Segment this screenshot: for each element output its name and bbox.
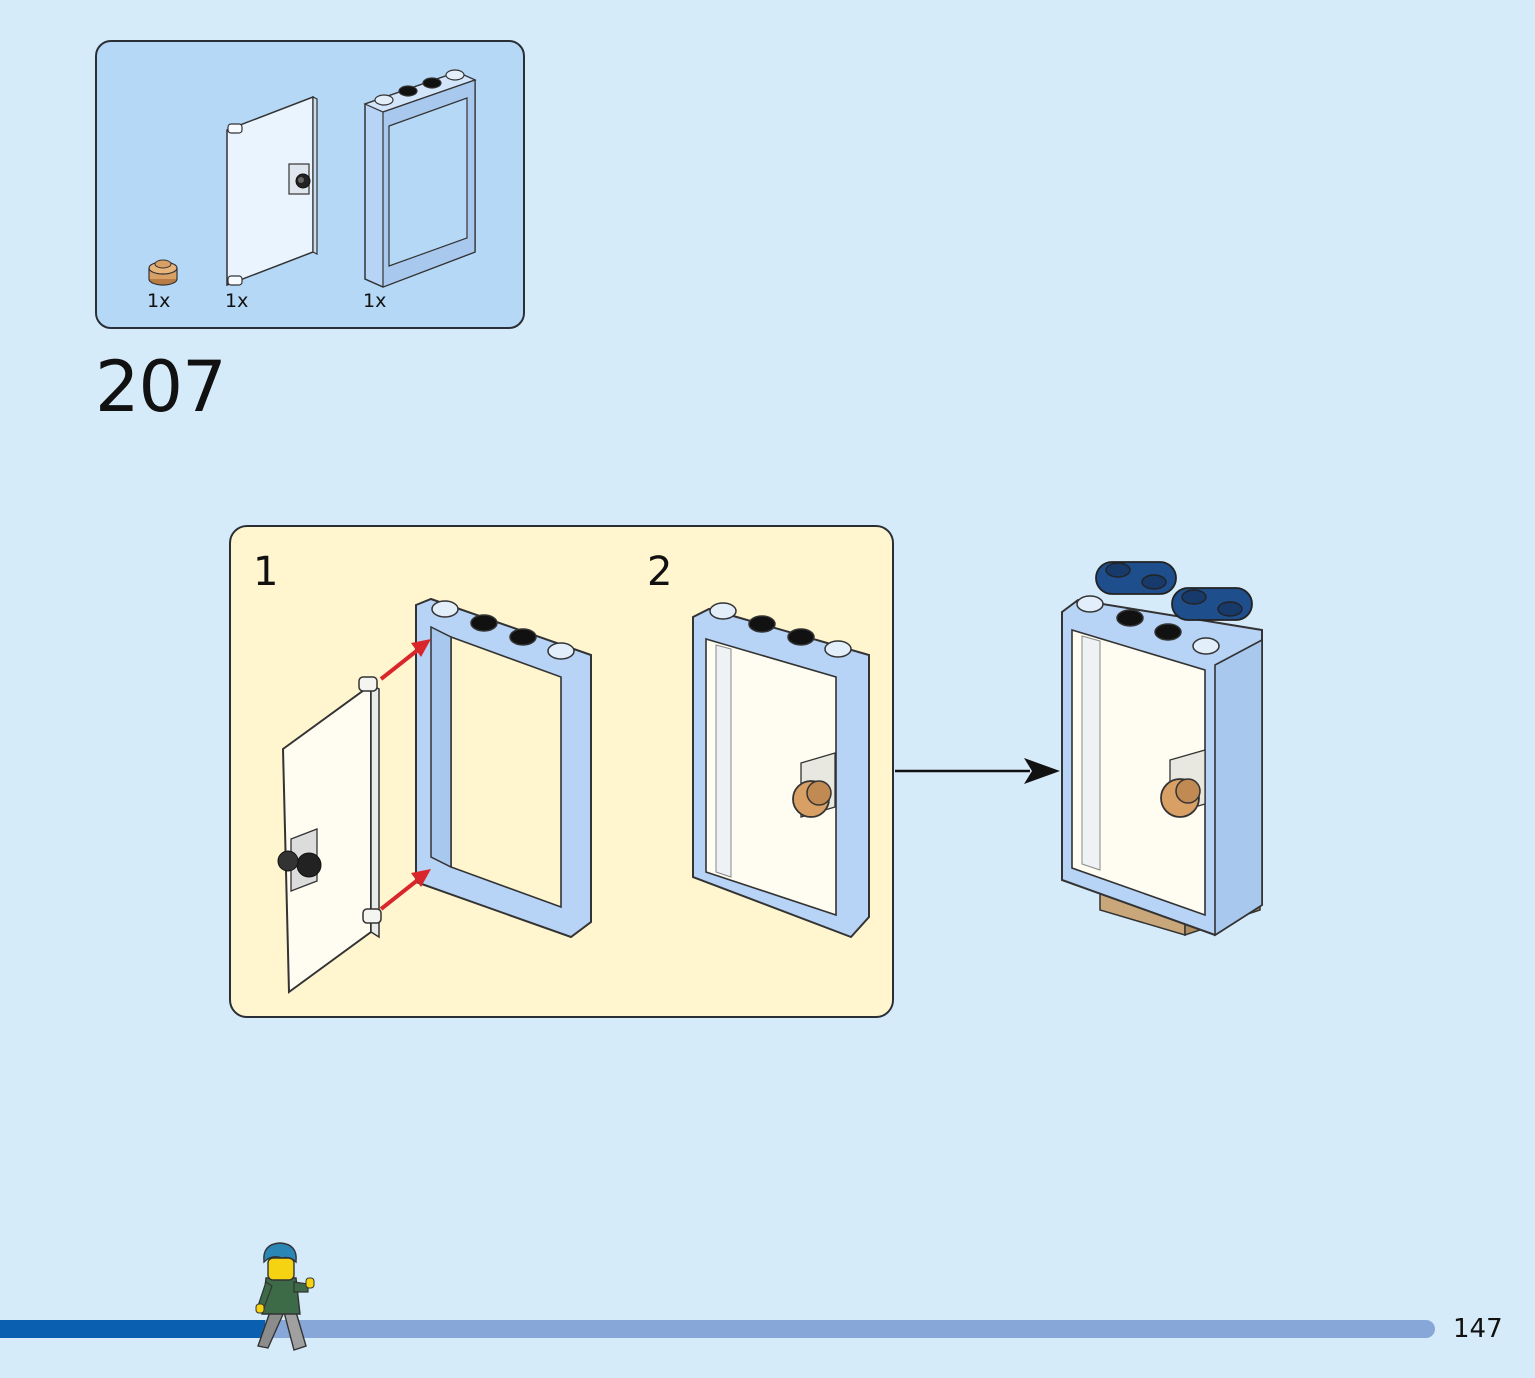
- red-assembly-arrows: [379, 639, 431, 911]
- progress-bar: [0, 1320, 1435, 1338]
- substep-1-door-frame-icon: [415, 597, 592, 939]
- substep-1-door-icon: [277, 676, 382, 994]
- substep-label-2: 2: [647, 549, 673, 595]
- quantity-label-frame: 1x: [363, 290, 387, 312]
- step-number: 207: [95, 346, 227, 428]
- substep-illustrations: [277, 597, 870, 994]
- quantity-label-plate: 1x: [147, 290, 171, 312]
- tan-round-plate-icon: [148, 259, 178, 286]
- substep-2-assembled-door-icon: [692, 602, 870, 939]
- parts-illustrations: [148, 69, 477, 288]
- substep-label-1: 1: [253, 549, 279, 595]
- result-assembled-wall-icon: [1061, 561, 1263, 937]
- result-arrow-icon: [895, 758, 1060, 784]
- progress-bar-fill: [0, 1320, 266, 1338]
- parts-list-box: 1x 1x 1x: [95, 40, 525, 329]
- page-number: 147: [1453, 1314, 1503, 1344]
- door-frame-icon: [363, 69, 477, 288]
- substep-callout: 1 2: [229, 525, 894, 1018]
- transparent-door-icon: [226, 95, 318, 287]
- quantity-label-door: 1x: [225, 290, 249, 312]
